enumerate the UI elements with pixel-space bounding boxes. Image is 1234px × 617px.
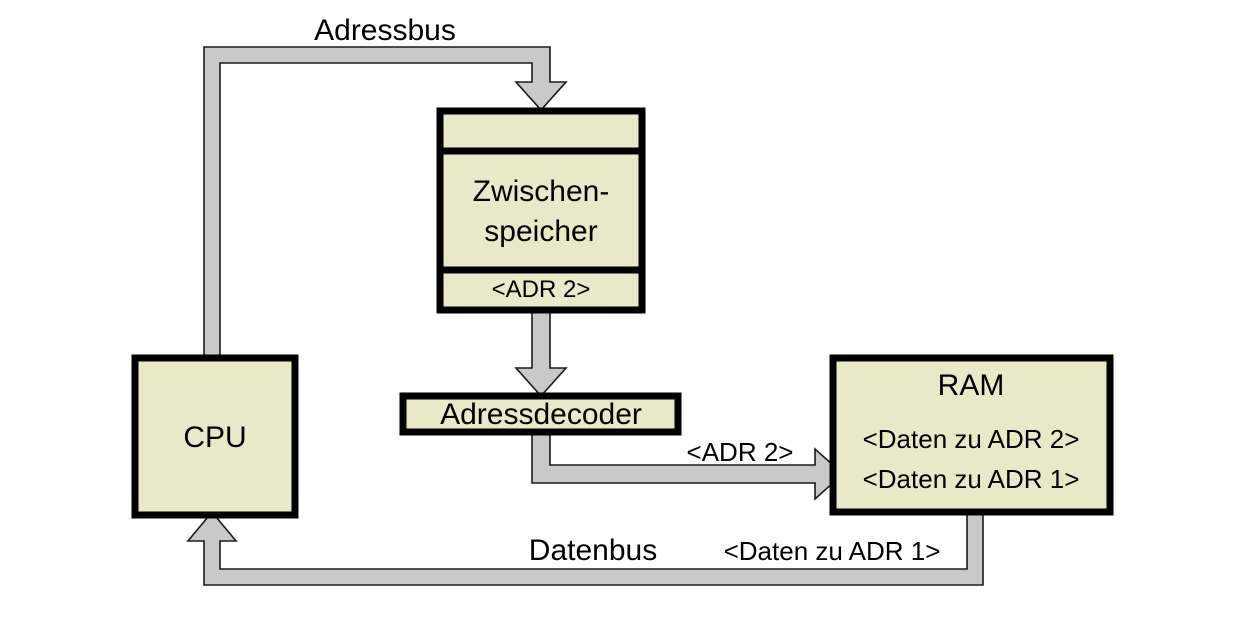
adressbus-path (203, 46, 568, 359)
adressdecoder-to-ram-bus (531, 431, 845, 501)
node-zwischenspeicher[interactable]: Zwischen- speicher <ADR 2> (436, 107, 646, 314)
ram-box[interactable] (829, 354, 1114, 516)
ram-row-adr2: <Daten zu ADR 2> (863, 424, 1080, 454)
ram-title: RAM (938, 369, 1005, 402)
adressdecoder-box[interactable] (399, 392, 682, 436)
zwischenspeicher-label-line2: speicher (484, 215, 597, 248)
zwischenspeicher-box[interactable] (436, 107, 646, 314)
adressbus-label: Adressbus (314, 14, 456, 47)
zwischenspeicher-label-line1: Zwischen- (473, 175, 610, 208)
zwischenspeicher-to-adressdecoder-bus (514, 309, 568, 398)
ram-row-adr1: <Daten zu ADR 1> (863, 464, 1080, 494)
datenbus-payload-label: <Daten zu ADR 1> (724, 536, 941, 566)
adressdecoder-label: Adressdecoder (440, 398, 642, 431)
node-ram[interactable]: RAM <Daten zu ADR 2> <Daten zu ADR 1> (829, 354, 1114, 516)
zwischenspeicher-address-value: <ADR 2> (492, 276, 591, 303)
cpu-box[interactable] (131, 354, 299, 519)
datenbus-label: Datenbus (529, 534, 657, 567)
adr2-arrow-label: <ADR 2> (687, 437, 794, 467)
node-cpu[interactable]: CPU (131, 354, 299, 519)
cpu-label: CPU (183, 421, 246, 454)
node-adressdecoder[interactable]: Adressdecoder (399, 392, 682, 436)
